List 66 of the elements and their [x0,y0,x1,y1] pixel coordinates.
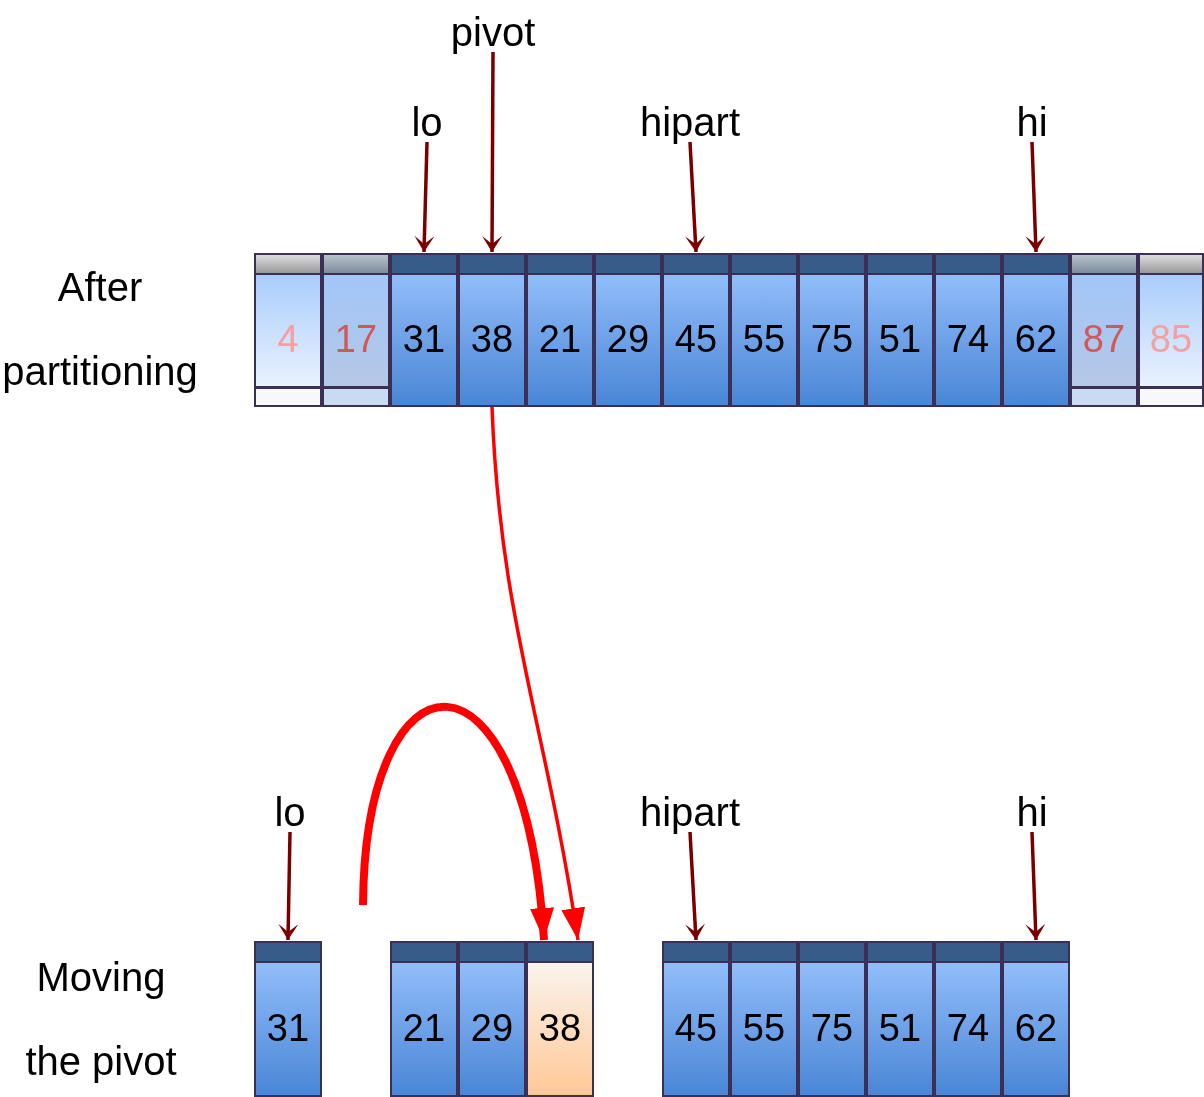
array-cell [1070,253,1138,407]
array-cell [934,253,1002,407]
pointer-label: pivot [450,12,536,52]
cell-value: 31 [265,1009,311,1047]
cell-value: 21 [537,320,583,358]
cell-value: 74 [945,1009,991,1047]
cell-value: 31 [401,320,447,358]
pointer-label: hipart [639,792,741,832]
array-cell [322,253,390,407]
cell-value: 45 [673,320,719,358]
cell-value: 85 [1148,320,1194,358]
arrow [490,406,585,941]
cell-value: 17 [333,320,379,358]
cell-value: 51 [877,320,923,358]
array-cell [866,941,934,1097]
arrow [414,141,435,253]
arrow [359,703,553,941]
arrow [482,52,503,252]
row-label: Moving the pivot [24,954,178,1085]
array-cell [390,941,458,1097]
array-cell [1138,253,1204,407]
array-cell [934,941,1002,1097]
array-cell [526,253,594,407]
cell-value: 62 [1013,1009,1059,1047]
array-cell [798,941,866,1097]
cell-value: 87 [1081,320,1127,358]
cell-value: 75 [809,320,855,358]
cell-value: 29 [605,320,651,358]
cell-value: 38 [469,320,515,358]
cell-value: 55 [741,320,787,358]
array-cell [662,253,730,407]
cell-value: 29 [469,1009,515,1047]
array-cell [594,253,662,407]
pointer-label: hi [1016,102,1048,142]
array-cell [458,253,526,407]
cell-value: 51 [877,1009,923,1047]
array-cell [662,941,730,1097]
pointer-label: hipart [639,102,741,142]
arrow [1025,831,1046,941]
array-cell [390,253,458,407]
cell-value: 4 [276,320,300,358]
array-cell [254,941,322,1097]
cell-value: 38 [537,1009,583,1047]
arrow [685,831,706,941]
arrow [278,831,299,941]
array-cell [730,941,798,1097]
pointer-label: lo [411,102,443,142]
array-cell [254,253,322,407]
row-label: After partitioning [1,264,199,395]
cell-value: 55 [741,1009,787,1047]
arrow [685,141,706,253]
array-cell [458,941,526,1097]
cell-value: 21 [401,1009,447,1047]
cell-value: 74 [945,320,991,358]
array-cell [526,941,594,1097]
cell-value: 45 [673,1009,719,1047]
array-cell [1002,253,1070,407]
cell-value: 62 [1013,320,1059,358]
array-cell [730,253,798,407]
array-cell [866,253,934,407]
cell-value: 75 [809,1009,855,1047]
pointer-label: hi [1016,792,1048,832]
arrow [1025,141,1046,253]
array-cell [1002,941,1070,1097]
pointer-label: lo [274,792,306,832]
array-cell [798,253,866,407]
